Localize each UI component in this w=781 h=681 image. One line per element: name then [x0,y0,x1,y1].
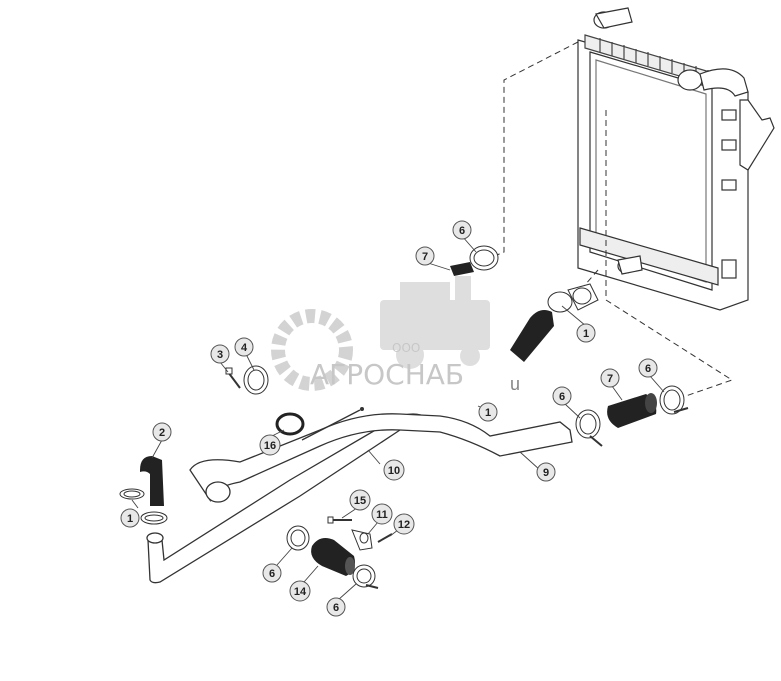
elbow-hose-2 [140,456,164,506]
callout-leaders [131,235,665,601]
combine-harvester-icon [380,276,490,369]
callout-12: 12 [393,513,415,535]
svg-text:1: 1 [583,328,589,340]
clamp-6-right-a [575,409,603,447]
svg-text:7: 7 [422,251,428,263]
callout-10: 10 [383,459,405,481]
callout-15: 15 [349,489,371,511]
watermark-company-name: АГРОСНАБ [310,358,464,391]
svg-text:7: 7 [607,373,613,385]
svg-text:11: 11 [376,509,388,521]
callout-4: 4 [234,337,254,357]
callout-3: 3 [210,344,230,364]
clamp-6-lower-b [352,564,379,589]
callout-7-top: 7 [415,246,435,266]
svg-text:6: 6 [559,391,565,403]
svg-text:6: 6 [333,602,339,614]
svg-text:1: 1 [485,407,491,419]
bracket-11 [351,529,373,551]
svg-text:3: 3 [217,349,223,361]
svg-text:12: 12 [398,519,410,531]
callout-9: 9 [536,462,556,482]
callout-6-right-a: 6 [552,386,572,406]
callouts: 6 7 1 3 4 1 6 7 6 2 16 10 9 1 15 11 12 6… [120,220,658,617]
coupling-14 [311,538,355,576]
svg-text:16: 16 [264,440,276,452]
callout-1-upper-right: 1 [576,323,596,343]
bolt-15 [327,516,352,524]
gear-logo-icon [271,309,353,391]
radiator-lower-outlet [617,255,643,275]
radiator-bottom-tank [579,227,719,286]
coupling-7-right [607,393,657,428]
clamp-1-left-upper [119,488,145,500]
clamp-1-left-lower [140,511,168,525]
radiator [577,7,775,311]
callout-14: 14 [289,580,311,602]
callout-6-lower-b: 6 [326,597,346,617]
callout-2: 2 [152,422,172,442]
callout-6-lower-a: 6 [262,563,282,583]
radiator-upper-inlet [593,7,749,97]
clamp-4 [243,365,269,395]
clamp-6-lower-a [286,525,310,551]
watermark-prefix: ООО [392,341,420,355]
svg-text:2: 2 [159,427,165,439]
pipe-10 [146,413,430,584]
o-ring-16 [275,412,305,436]
svg-text:10: 10 [388,465,400,477]
svg-text:6: 6 [269,568,275,580]
svg-text:9: 9 [543,467,549,479]
clamp-6-top [469,245,499,271]
pin-12 [377,533,393,543]
svg-text:4: 4 [241,342,248,354]
callout-7-right: 7 [600,368,620,388]
connector-7-top [450,262,474,276]
callout-1-left: 1 [120,508,140,528]
svg-text:1: 1 [127,513,133,525]
callout-11: 11 [371,503,393,525]
svg-text:15: 15 [354,495,366,507]
watermark-suffix: u [510,374,520,394]
upper-hose [510,283,599,362]
svg-text:6: 6 [459,225,465,237]
callout-6-right-b: 6 [638,358,658,378]
clamp-6-right-b [659,385,689,415]
radiator-side-bracket [721,99,775,279]
thin-rod [301,407,364,441]
pipe-9 [189,413,573,503]
svg-text:6: 6 [645,363,651,375]
callout-6-top: 6 [452,220,472,240]
callout-16: 16 [259,434,281,456]
svg-text:14: 14 [294,586,307,598]
bolt-3 [225,367,241,389]
watermark: ООО АГРОСНАБ u [271,276,520,394]
callout-1-middle: 1 [478,402,498,422]
